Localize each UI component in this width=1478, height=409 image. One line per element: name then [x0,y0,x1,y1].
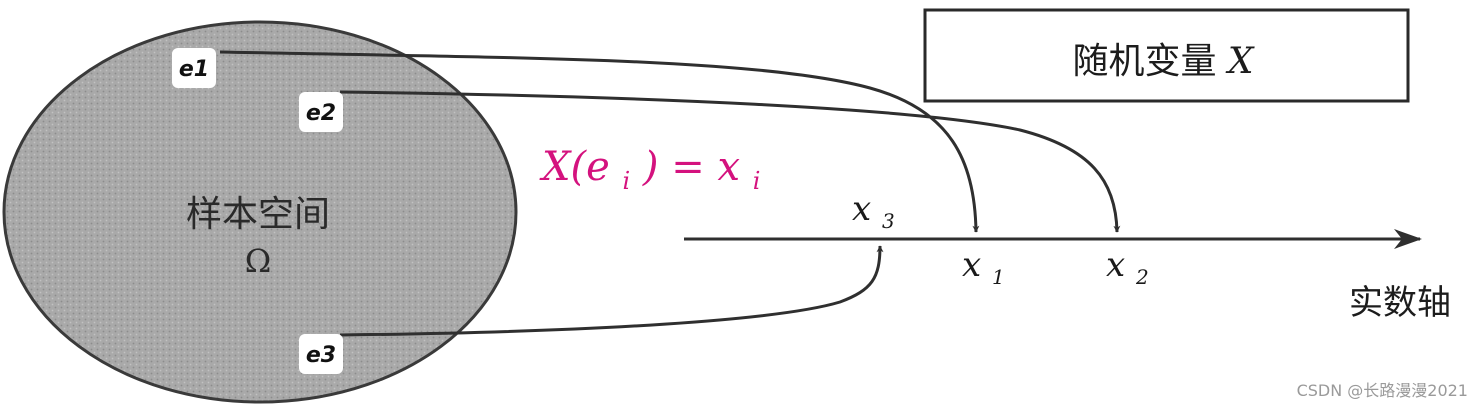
tag-box-e2 [299,92,343,132]
sample-space-ellipse [2,20,518,404]
formula-middle: ) = x [642,144,740,190]
mapping-arrow-e1 [219,50,980,233]
x3-base: x [852,189,871,229]
tag-box-e3 [299,334,343,374]
tag-box-e1 [172,48,216,88]
x1-base: x [962,245,981,285]
point-label-x1: x 1 [962,245,1005,289]
formula-rhs-subscript: i [753,167,761,195]
mapping-arrow-e3 [339,245,884,337]
x2-base: x [1106,245,1125,285]
real-axis-label: 实数轴 [1349,283,1451,323]
sample-space-label: 样本空间 [186,194,330,235]
title-variable: X [1225,41,1255,82]
title-text: 随机变量 [1072,41,1216,82]
tag-e1: e1 [179,57,209,82]
x1-subscript: 1 [992,265,1005,289]
title-box [923,8,1410,103]
watermark: CSDN @长路漫漫2021 [1297,381,1468,400]
omega-symbol: Ω [245,242,272,280]
formula-lhs: X(e [539,144,610,190]
point-label-x2: x 2 [1106,245,1149,289]
mapping-arrow-e2 [339,90,1121,233]
mapping-formula: X(e i ) = x i [539,144,760,199]
point-label-x3: x 3 [852,189,895,233]
tag-e2: e2 [306,101,336,126]
x2-subscript: 2 [1135,265,1149,289]
formula-lhs-subscript: i [622,167,630,195]
title-label: 随机变量 X [1072,41,1254,82]
tag-e3: e3 [306,343,336,368]
x3-subscript: 3 [882,209,895,233]
